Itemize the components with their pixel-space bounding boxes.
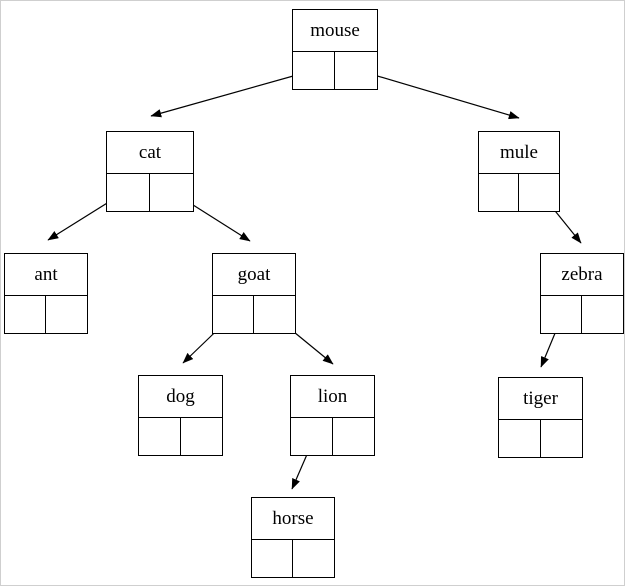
tree-node-left-pointer-cell [479, 174, 519, 211]
tree-node-pointer-row [499, 420, 582, 457]
tree-node-right-pointer-cell [150, 174, 193, 211]
tree-node-left-pointer-cell [291, 418, 333, 455]
tree-node-right-pointer-cell [519, 174, 559, 211]
tree-node-dog[interactable]: dog [138, 375, 223, 456]
tree-node-pointer-row [541, 296, 623, 333]
tree-node-label: cat [107, 132, 193, 174]
tree-node-horse[interactable]: horse [251, 497, 335, 578]
tree-node-left-pointer-cell [107, 174, 150, 211]
tree-node-left-pointer-cell [213, 296, 254, 333]
tree-node-tiger[interactable]: tiger [498, 377, 583, 458]
tree-node-left-pointer-cell [499, 420, 541, 457]
tree-node-right-pointer-cell [254, 296, 295, 333]
tree-node-label: dog [139, 376, 222, 418]
tree-edge-mouse-to-mule [353, 68, 520, 120]
tree-node-pointer-row [479, 174, 559, 211]
tree-node-mule[interactable]: mule [478, 131, 560, 212]
tree-node-left-pointer-cell [252, 540, 293, 577]
tree-node-right-pointer-cell [335, 52, 377, 89]
tree-node-left-pointer-cell [139, 418, 181, 455]
tree-node-lion[interactable]: lion [290, 375, 375, 456]
tree-edge-mouse-to-cat [150, 70, 312, 118]
tree-node-pointer-row [107, 174, 193, 211]
tree-node-pointer-row [213, 296, 295, 333]
tree-node-label: tiger [499, 378, 582, 420]
tree-node-left-pointer-cell [541, 296, 582, 333]
tree-node-label: horse [252, 498, 334, 540]
tree-node-cat[interactable]: cat [106, 131, 194, 212]
tree-node-right-pointer-cell [46, 296, 87, 333]
tree-node-right-pointer-cell [333, 418, 375, 455]
tree-node-label: lion [291, 376, 374, 418]
tree-node-label: zebra [541, 254, 623, 296]
tree-node-right-pointer-cell [541, 420, 583, 457]
tree-node-right-pointer-cell [181, 418, 223, 455]
tree-node-pointer-row [5, 296, 87, 333]
tree-node-left-pointer-cell [5, 296, 46, 333]
tree-node-pointer-row [139, 418, 222, 455]
tree-node-right-pointer-cell [293, 540, 334, 577]
tree-node-label: mule [479, 132, 559, 174]
tree-node-left-pointer-cell [293, 52, 335, 89]
tree-node-right-pointer-cell [582, 296, 623, 333]
tree-node-pointer-row [252, 540, 334, 577]
tree-node-goat[interactable]: goat [212, 253, 296, 334]
tree-node-mouse[interactable]: mouse [292, 9, 378, 90]
tree-node-label: goat [213, 254, 295, 296]
tree-node-label: ant [5, 254, 87, 296]
tree-node-pointer-row [293, 52, 377, 89]
tree-node-zebra[interactable]: zebra [540, 253, 624, 334]
tree-node-pointer-row [291, 418, 374, 455]
tree-node-label: mouse [293, 10, 377, 52]
tree-node-ant[interactable]: ant [4, 253, 88, 334]
